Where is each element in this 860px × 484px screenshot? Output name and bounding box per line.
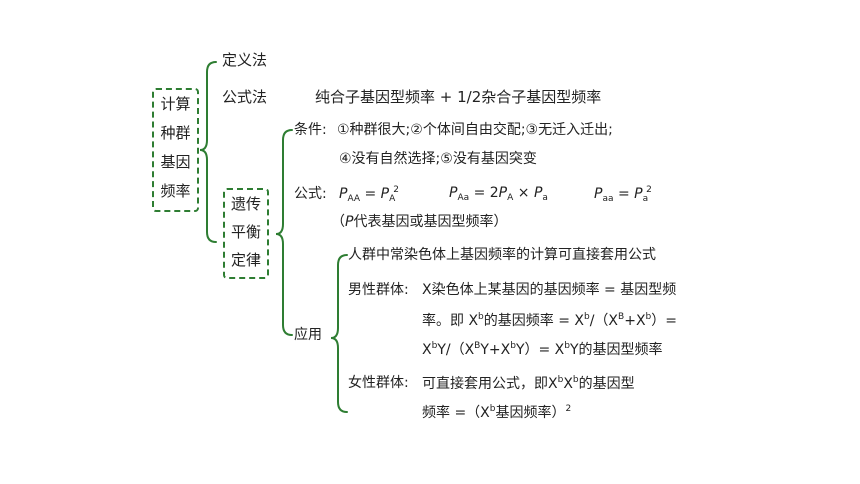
- conditions-line1: ①种群很大;②个体间自由交配;③无迁入迁出;: [337, 122, 613, 138]
- hw-law-label: 遗传 平衡 定律: [230, 195, 261, 269]
- female-line2: 频率 =（Xb基因频率）2: [422, 404, 572, 421]
- conditions-label: 条件:: [294, 122, 327, 138]
- equation-paa-recessive: Paa = Pa2: [594, 185, 652, 204]
- equation-paa-het: PAa = 2PA × Pa: [449, 185, 548, 203]
- equation-paa: PAA = PA2: [339, 185, 400, 204]
- female-label: 女性群体:: [348, 375, 409, 391]
- hw-law-box: [223, 188, 269, 279]
- application-label: 应用: [294, 327, 322, 343]
- formula-label: 公式:: [294, 186, 327, 202]
- female-line1: 可直接套用公式，即XbXb的基因型: [422, 375, 635, 392]
- male-line1: X染色体上某基因的基因频率 = 基因型频: [422, 282, 677, 298]
- formula-note: （P代表基因或基因型频率）: [331, 214, 508, 230]
- male-label: 男性群体:: [348, 282, 409, 298]
- root-box: [152, 88, 199, 212]
- definition-method: 定义法: [222, 51, 268, 69]
- formula-method-text: 纯合子基因型频率 + 1/2杂合子基因型频率: [315, 88, 602, 106]
- formula-method: 公式法: [222, 88, 268, 106]
- male-line2: 率。即 Xb的基因频率 = Xb/（XB+Xb）=: [422, 312, 677, 329]
- male-line3: XbY/（XBY+XbY）= XbY的基因型频率: [422, 341, 663, 358]
- conditions-line2: ④没有自然选择;⑤没有基因突变: [339, 151, 537, 167]
- root-label: 计算 种群 基因 频率: [160, 95, 191, 200]
- application-line1: 人群中常染色体上基因频率的计算可直接套用公式: [348, 247, 656, 263]
